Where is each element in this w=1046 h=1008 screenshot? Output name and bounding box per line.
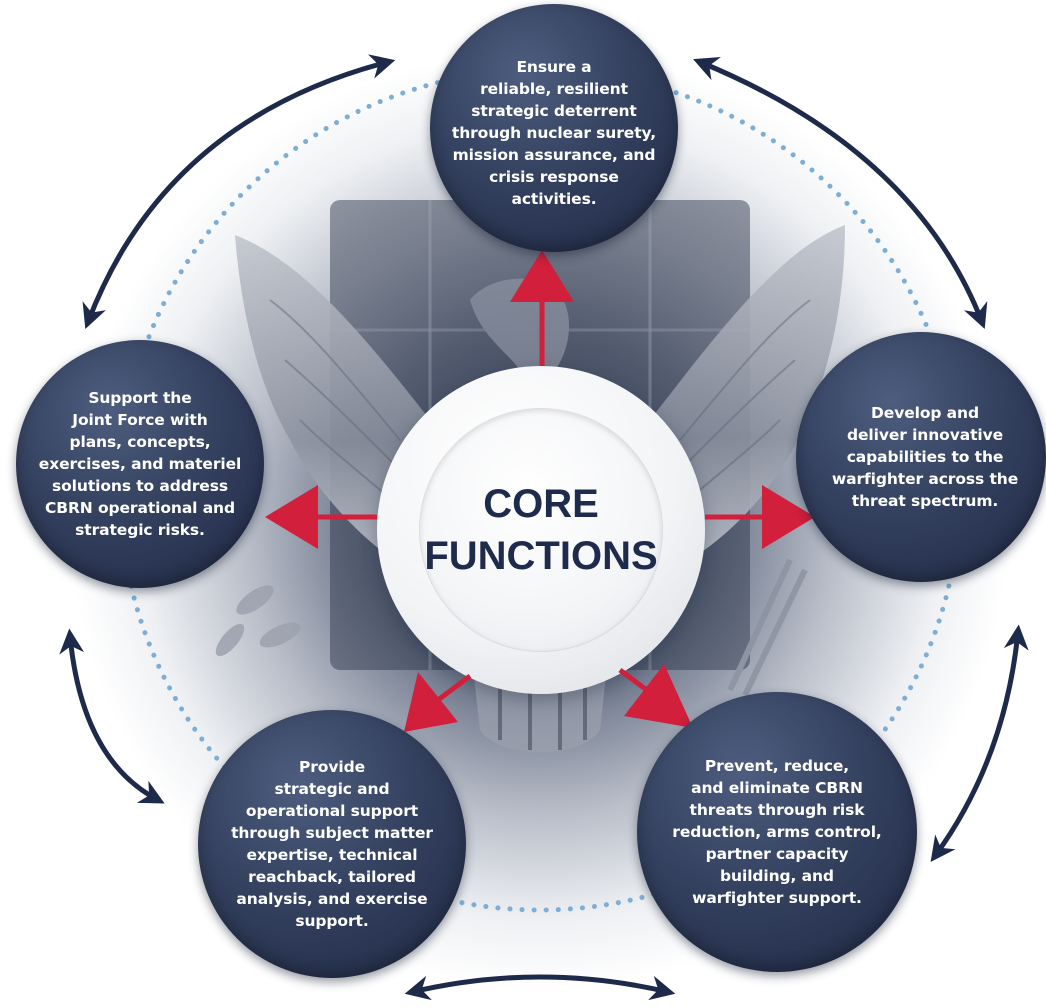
function-bubble-right: Develop and deliver innovative capabilit… xyxy=(796,332,1046,582)
center-hub: CORE FUNCTIONS xyxy=(420,409,662,651)
cycle-arrow-bottom xyxy=(404,974,676,1001)
function-bubble-left: Support the Joint Force with plans, conc… xyxy=(16,340,264,588)
cycle-arrow-right xyxy=(930,624,1029,863)
function-bubble-bottom-right: Prevent, reduce, and eliminate CBRN thre… xyxy=(637,692,917,972)
function-text-capabilities: Develop and deliver innovative capabilit… xyxy=(831,404,1019,510)
center-title: CORE FUNCTIONS xyxy=(424,482,658,578)
function-text-operational-support: Provide strategic and operational suppor… xyxy=(231,758,433,930)
function-text-threat-reduction: Prevent, reduce, and eliminate CBRN thre… xyxy=(672,757,882,907)
function-text-deterrent: Ensure a reliable, resilient strategic d… xyxy=(451,58,657,208)
function-text-joint-force: Support the Joint Force with plans, conc… xyxy=(38,389,242,539)
function-bubble-top: Ensure a reliable, resilient strategic d… xyxy=(430,4,678,252)
cycle-arrow-top-right xyxy=(693,57,988,329)
cycle-arrow-top-left xyxy=(82,54,396,330)
function-bubble-bottom-left: Provide strategic and operational suppor… xyxy=(198,710,466,978)
cycle-arrow-left xyxy=(59,628,165,804)
